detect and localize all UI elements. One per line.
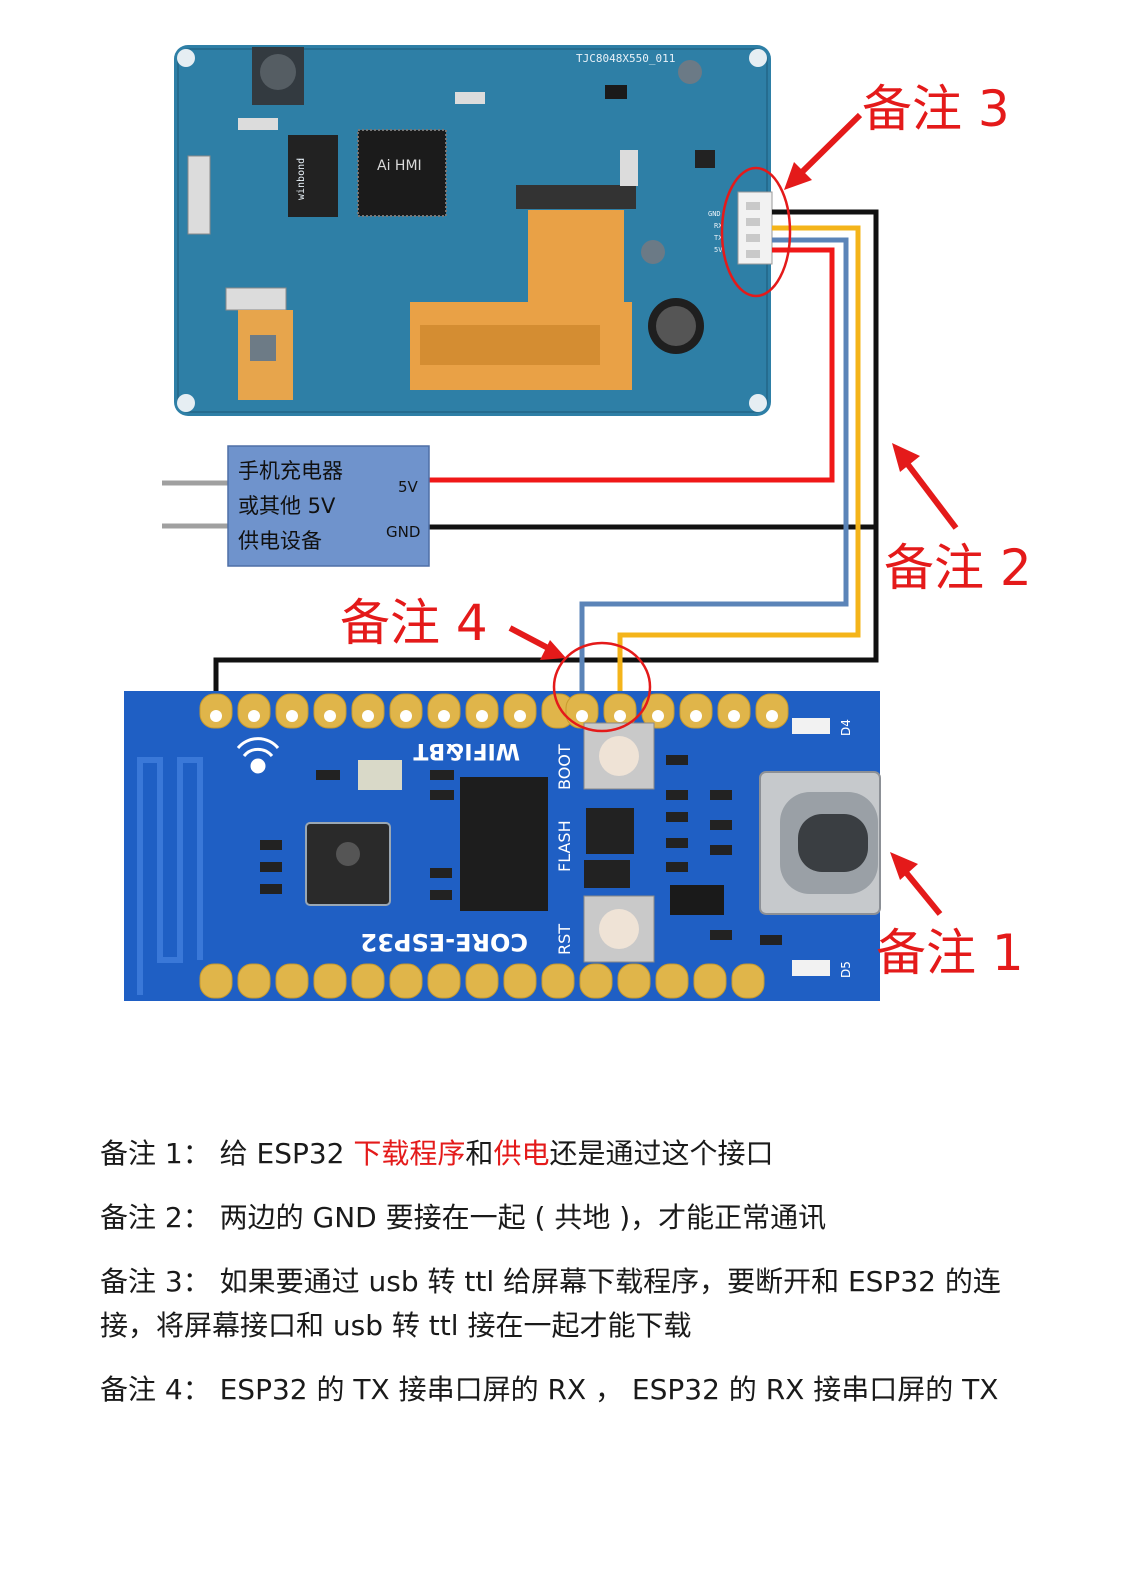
esp32-board: WIFI&BT BOOT FLASH RST CORE-ESP32 <box>124 691 881 1001</box>
esp32-bottom-pins <box>199 963 765 999</box>
boot-label: BOOT <box>555 744 574 790</box>
callout-label-1: 备注 1 <box>876 924 1024 982</box>
flash-label: FLASH <box>555 820 574 872</box>
flash-brand: winbond <box>296 158 307 200</box>
note-3-label: 备注 3： <box>100 1265 211 1298</box>
note-1-label: 备注 1： <box>100 1137 211 1170</box>
notes-section: 备注 1： 给 ESP32 下载程序和供电还是通过这个接口 备注 2： 两边的 … <box>100 1132 1025 1432</box>
note-3-text: 如果要通过 usb 转 ttl 给屏幕下载程序，要断开和 ESP32 的连接，将… <box>100 1265 1001 1342</box>
pin-label-5v: 5V <box>714 246 723 254</box>
pin-label-rx: RX <box>714 222 723 230</box>
rst-button <box>583 895 655 963</box>
supply-pin-gnd: GND <box>386 523 420 541</box>
note-4-label: 备注 4： <box>100 1373 211 1406</box>
led-d4-label: D4 <box>839 719 853 736</box>
note-2-text: 两边的 GND 要接在一起 ( 共地 )，才能正常通讯 <box>210 1201 827 1234</box>
wires <box>162 209 879 718</box>
callout-label-4: 备注 4 <box>340 594 488 652</box>
callout-arrows <box>508 112 959 916</box>
wire-blue <box>579 237 849 718</box>
supply-line-3: 供电设备 <box>238 529 322 553</box>
note-3: 备注 3： 如果要通过 usb 转 ttl 给屏幕下载程序，要断开和 ESP32… <box>100 1260 1025 1348</box>
note-1-highlight-download: 下载程序 <box>353 1137 466 1170</box>
hmi-chip-label: Ai HMI <box>377 158 422 174</box>
callout-label-3: 备注 3 <box>862 80 1010 138</box>
wifi-icon <box>236 737 280 774</box>
usb-c-port <box>759 771 881 915</box>
screen-uart-connector: GND RX TX 5V <box>708 191 773 265</box>
pin-label-tx: TX <box>714 234 723 242</box>
flash-chip: winbond <box>288 135 338 217</box>
note-1: 备注 1： 给 ESP32 下载程序和供电还是通过这个接口 <box>100 1132 1025 1176</box>
note-1-pre: 给 ESP32 <box>210 1137 354 1170</box>
supply-line-1: 手机充电器 <box>238 459 343 483</box>
callout-circle-4 <box>552 641 652 733</box>
wire-5v <box>428 247 835 483</box>
note-4: 备注 4： ESP32 的 TX 接串口屏的 RX ， ESP32 的 RX 接… <box>100 1368 1025 1412</box>
note-2-label: 备注 2： <box>100 1201 211 1234</box>
wire-gnd <box>213 209 879 718</box>
led-d5-label: D5 <box>839 961 853 978</box>
board-name: CORE-ESP32 <box>360 928 528 956</box>
wire-yellow <box>617 225 861 718</box>
note-1-post: 还是通过这个接口 <box>549 1137 774 1170</box>
screen-model-label: TJC8048X550_011 <box>576 52 675 65</box>
screen-board: winbond Ai HMI TJC8048X550_011 <box>174 45 773 416</box>
note-1-highlight-power: 供电 <box>493 1137 550 1170</box>
rst-label: RST <box>555 924 574 955</box>
antenna-trace <box>137 757 203 995</box>
power-supply: 手机充电器 或其他 5V 供电设备 5V GND <box>227 445 430 567</box>
callout-circles <box>552 166 792 733</box>
note-4-text: ESP32 的 TX 接串口屏的 RX ， ESP32 的 RX 接串口屏的 T… <box>210 1373 999 1406</box>
hmi-chip: Ai HMI <box>357 129 447 217</box>
pin-label-gnd: GND <box>708 210 721 218</box>
note-2: 备注 2： 两边的 GND 要接在一起 ( 共地 )，才能正常通讯 <box>100 1196 1025 1240</box>
boot-button <box>583 722 655 790</box>
wifi-bt-label: WIFI&BT <box>413 738 520 763</box>
esp32-top-pins <box>199 693 789 729</box>
wiring-diagram: winbond Ai HMI TJC8048X550_011 <box>124 45 1032 1001</box>
note-1-mid: 和 <box>465 1137 494 1170</box>
supply-pin-5v: 5V <box>398 478 419 496</box>
esp32-flash-chip <box>460 777 548 911</box>
supply-line-2: 或其他 5V <box>238 494 336 518</box>
callout-label-2: 备注 2 <box>884 539 1032 597</box>
callout-circle-3 <box>720 166 792 298</box>
